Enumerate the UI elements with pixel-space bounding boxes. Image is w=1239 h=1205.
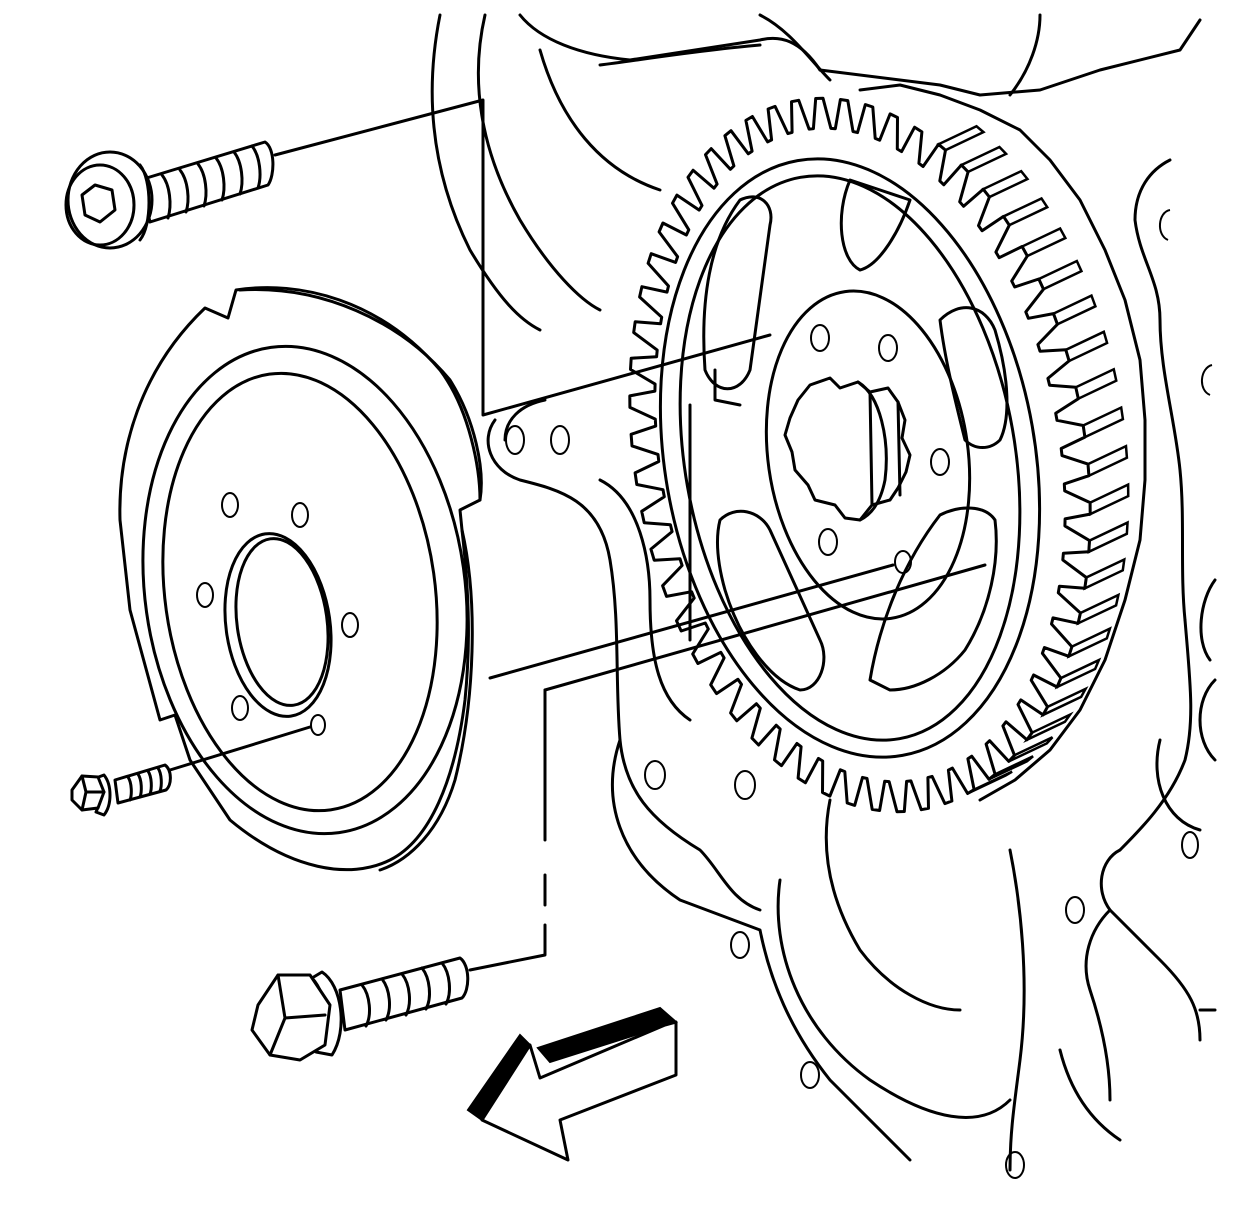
gear-tooth-face — [981, 169, 1030, 199]
leader-lines — [168, 98, 987, 972]
gear-tooth-face — [1066, 626, 1112, 659]
small-flange-bolt — [70, 763, 172, 817]
gear-tooth-face — [1037, 259, 1084, 291]
gear-hub — [764, 289, 972, 621]
gear-tooth-face — [1020, 226, 1068, 258]
gear-tooth-face — [936, 124, 986, 152]
gear-tooth-face — [1086, 444, 1129, 478]
gear-tooth-face — [1081, 405, 1125, 439]
socket-head-bolt — [64, 140, 275, 250]
gear-tooth-face — [1023, 711, 1074, 743]
gear-tooth-face — [1074, 367, 1118, 401]
gear-tooth-face — [1088, 482, 1130, 517]
gear-tooth-face — [1064, 330, 1109, 363]
gear-tooth-face — [1083, 557, 1126, 591]
gear-tooth-face — [1076, 592, 1121, 626]
gear-tooth-face — [1087, 520, 1129, 554]
direction-arrow-icon — [466, 1006, 678, 1162]
gear-tooth-face — [1001, 196, 1050, 227]
gear — [628, 83, 1147, 814]
cover-plate — [118, 286, 483, 872]
engine-block-housing — [430, 13, 1217, 1179]
gear-tooth-face — [1051, 293, 1097, 327]
gear-tooth-face — [959, 145, 1009, 174]
gear-tooth-faces — [936, 124, 1130, 795]
hex-flange-bolt — [250, 956, 470, 1062]
